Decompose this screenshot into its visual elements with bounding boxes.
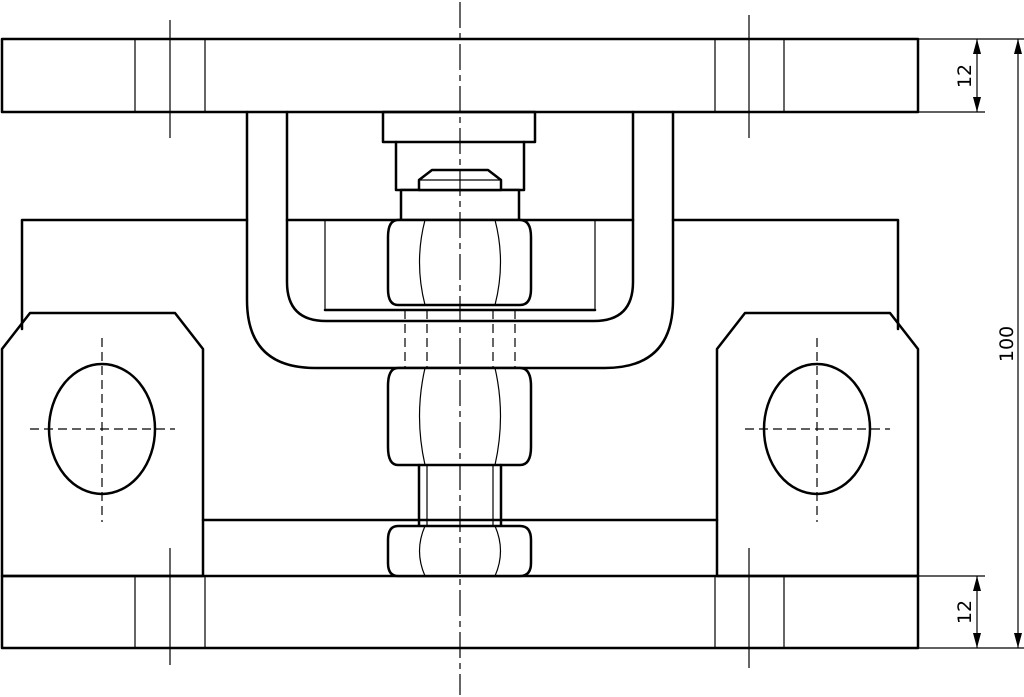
left-mount-block <box>0 311 205 578</box>
bottom-plate-thickness-label: 12 <box>954 600 976 624</box>
dimension-lines <box>918 38 1024 649</box>
top-plate-thickness-label: 12 <box>954 64 976 88</box>
overall-height-label: 100 <box>996 326 1018 362</box>
stud-assembly <box>381 110 537 222</box>
hidden-thread-lines <box>404 310 516 368</box>
right-mount-block <box>715 311 920 578</box>
lower-stud <box>417 463 503 528</box>
